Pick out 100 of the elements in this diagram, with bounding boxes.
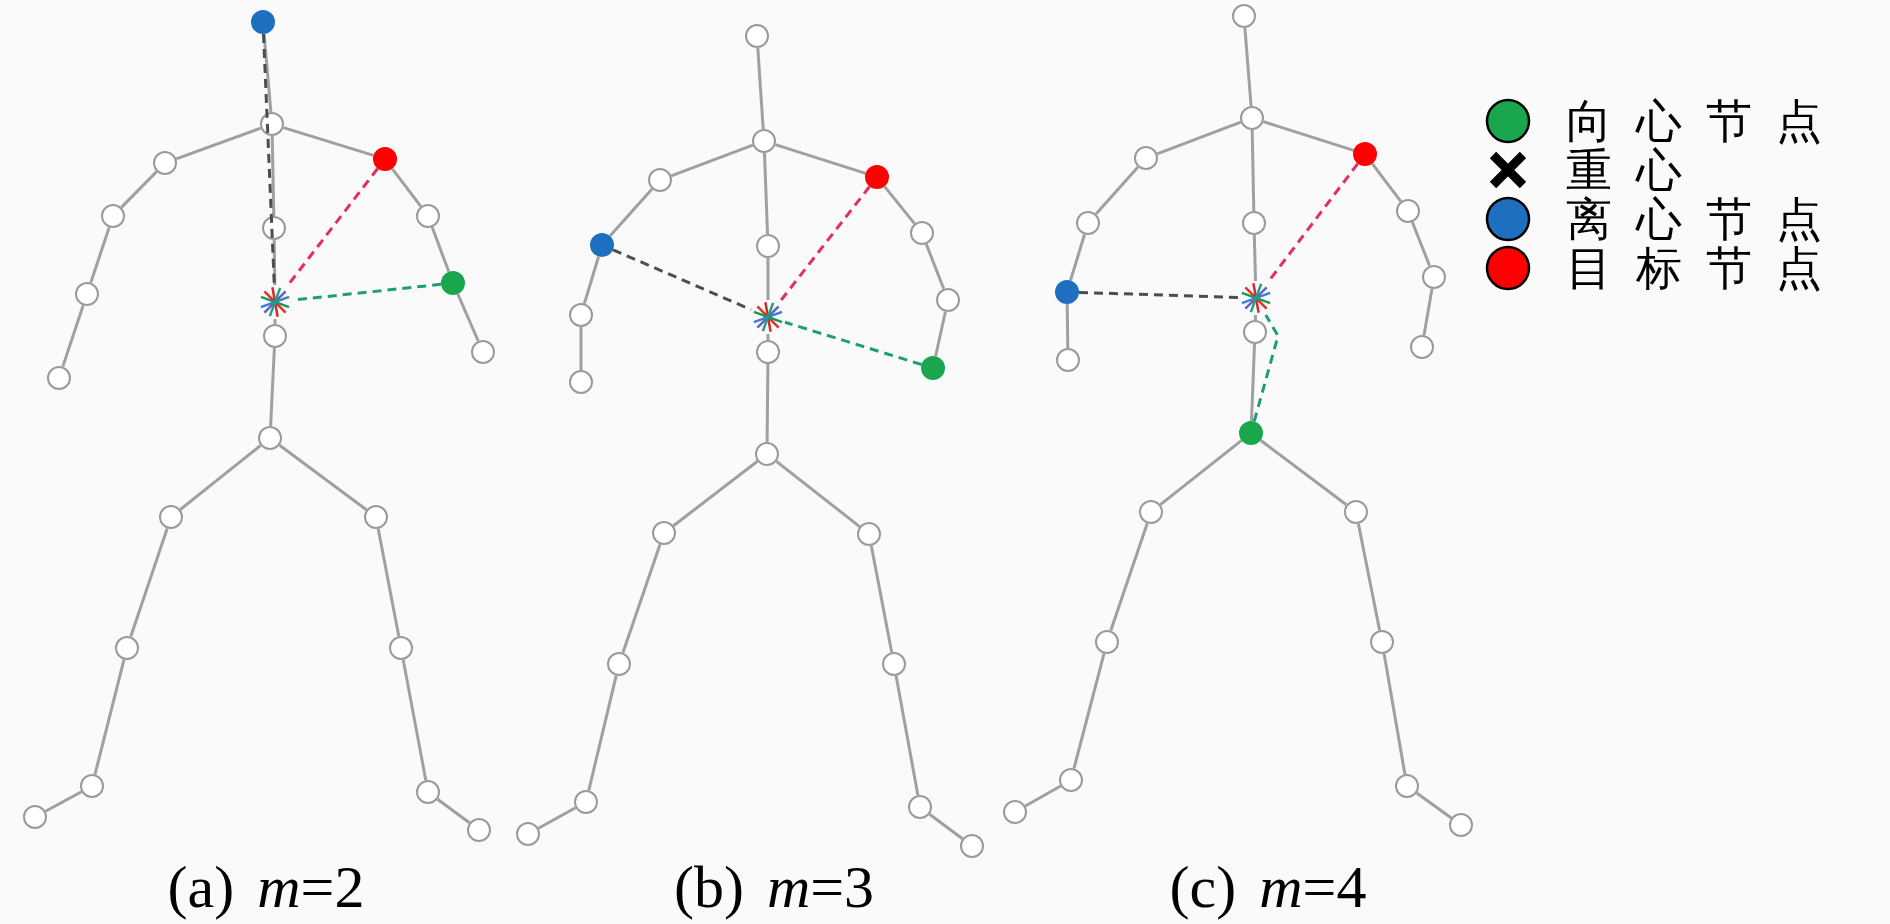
joint-node (960, 834, 984, 858)
joint-node (1410, 335, 1434, 359)
bone-line (670, 143, 754, 178)
joint-node (1353, 142, 1377, 166)
joint-node (648, 168, 672, 192)
joint-node (569, 303, 593, 327)
dashed-connector (286, 167, 379, 286)
joint-node (1344, 500, 1368, 524)
joint-node (159, 505, 183, 529)
bone-line (869, 545, 894, 653)
bone-line (763, 152, 769, 235)
bone-line (537, 806, 577, 830)
joint-node (652, 521, 676, 545)
bone-line (1069, 234, 1086, 281)
joint-node (857, 522, 881, 546)
joint-node (1076, 211, 1100, 235)
bone-line (270, 135, 276, 217)
bone-line (766, 258, 770, 300)
dashed-connector (612, 248, 752, 311)
bone-line (283, 126, 374, 157)
joint-node (1139, 500, 1163, 524)
bone-line (456, 293, 480, 342)
legend-label: 向心节点 (1566, 97, 1846, 145)
joint-node (416, 780, 440, 804)
bone-line (1065, 303, 1070, 349)
joint-node (47, 366, 71, 390)
dashed-connector (1252, 314, 1280, 422)
bone-line (775, 460, 861, 528)
joint-node (1059, 768, 1083, 792)
bone-line (928, 813, 964, 840)
subfigure-caption: (b) m=3 (673, 855, 875, 919)
legend-label: 重心 (1566, 146, 1706, 194)
bone-line (579, 327, 583, 370)
joint-node (756, 234, 780, 258)
joint-node (251, 10, 275, 34)
joint-node (101, 204, 125, 228)
bone-line (273, 319, 277, 324)
bone-line (61, 304, 85, 368)
centroid-marker (1239, 281, 1273, 315)
bone-line (1250, 129, 1256, 212)
joint-node (752, 129, 776, 153)
dashed-connector (784, 320, 922, 366)
joint-node (263, 324, 287, 348)
bone-line (1415, 791, 1453, 820)
joint-node (258, 426, 282, 450)
bone-line (1262, 120, 1355, 152)
joint-node (590, 233, 614, 257)
bone-line (1094, 166, 1140, 215)
bone-line (1252, 234, 1257, 282)
bone-line (376, 528, 401, 637)
joint-node (416, 204, 440, 228)
bone-line (924, 243, 946, 290)
bone-line (391, 167, 422, 208)
joint-node (441, 271, 465, 295)
bone-line (1371, 162, 1402, 203)
bone-line (278, 444, 368, 511)
joint-node (75, 282, 99, 306)
joint-node (607, 652, 631, 676)
bone-line (587, 675, 618, 791)
bone-line (621, 543, 662, 654)
joint-node (569, 370, 593, 394)
joint-node (1056, 348, 1080, 372)
joint-node (1239, 421, 1263, 445)
joint-node (373, 147, 397, 171)
joint-node (364, 505, 388, 529)
bone-line (120, 170, 158, 209)
joint-node (1134, 146, 1158, 170)
joint-node (1395, 774, 1419, 798)
joint-node (882, 652, 906, 676)
joint-node (115, 636, 139, 660)
bone-line (1109, 522, 1149, 632)
bone-line (1382, 653, 1407, 775)
dashed-connector (1078, 290, 1240, 299)
joint-node (1370, 630, 1394, 654)
joint-node (80, 774, 104, 798)
bone-line (1356, 523, 1382, 631)
subfigure-caption: (a) m=2 (167, 855, 365, 919)
joint-node (1055, 280, 1079, 304)
centroid-marker (258, 285, 292, 319)
joint-node (756, 340, 780, 364)
joint-node (1396, 199, 1420, 223)
joint-node (745, 24, 769, 48)
bone-line (175, 126, 262, 161)
joint-node (574, 790, 598, 814)
joint-node (1449, 813, 1473, 837)
joint-node (755, 442, 779, 466)
legend-label: 目标节点 (1566, 244, 1846, 292)
bone-line (179, 444, 262, 511)
bone-line (766, 334, 770, 340)
bone-line (756, 47, 765, 130)
bone-line (1422, 288, 1434, 336)
bone-line (672, 460, 759, 527)
joint-node (23, 805, 47, 829)
bone-line (883, 185, 916, 225)
bone-line (1243, 27, 1253, 107)
joint-node (910, 221, 934, 245)
joint-node (153, 151, 177, 175)
bone-line (934, 311, 947, 357)
bone-line (89, 226, 111, 284)
bone-line (93, 659, 126, 775)
